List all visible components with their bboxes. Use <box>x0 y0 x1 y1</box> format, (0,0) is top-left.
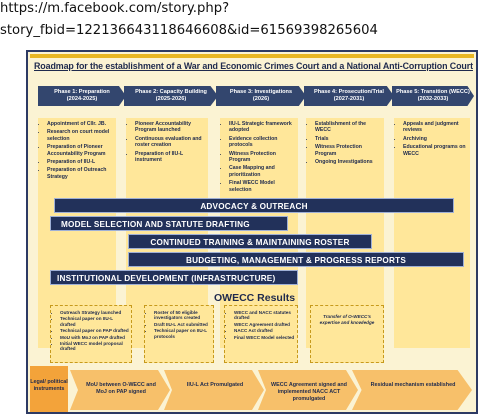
phase-years: (2027-2031) <box>333 96 365 102</box>
phase-4-header: Phase 4: Prosecution/Trial (2027-2031) <box>304 86 394 106</box>
list-item: Technical paper on PAP drafted <box>60 328 129 333</box>
phase-2-header: Phase 2: Capacity Building (2025-2026) <box>124 86 218 106</box>
list-item: Technical paper on IIU-L drafted <box>60 316 129 327</box>
infographic-title: Roadmap for the establishment of a War a… <box>34 61 473 71</box>
list-item: Educational programs on WECC <box>403 144 468 157</box>
list-item: Preparation of Pioneer Accountability Pr… <box>47 144 114 157</box>
phase-5-column: Appeals and judgment reviews Archiving E… <box>394 118 470 348</box>
list-item: Pioneer Accountability Program launched <box>135 121 206 134</box>
url-line-2: story_fbid=122136643118646608&id=6156939… <box>0 23 378 38</box>
legal-instruments-label: Legal/ political instruments <box>30 366 68 412</box>
url-line-1: https://m.facebook.com/story.php? <box>0 1 230 16</box>
bar-training: CONTINUED TRAINING & MAINTAINING ROSTER <box>128 234 372 249</box>
bar-budgeting: BUDGETING, MANAGEMENT & PROGRESS REPORTS <box>128 252 464 267</box>
results-box-1: Outreach Strategy launched Technical pap… <box>50 305 132 363</box>
list-item: Preparation of IIU-L <box>47 159 114 165</box>
results-box-4: Transfer of O-WECC's expertise and knowl… <box>310 305 384 363</box>
milestone-arrow-4: Residual mechanism established <box>352 370 472 410</box>
bar-advocacy: ADVOCACY & OUTREACH <box>54 198 454 213</box>
list-item: Preparation of Outreach Strategy <box>47 167 114 180</box>
list-item: Research on court model selection <box>47 129 114 142</box>
phase-label: Phase 5: Transition (WECC) <box>396 89 470 95</box>
milestone-arrow-3: WECC Agreement signed and implemented NA… <box>258 370 358 410</box>
phase-years: (2026) <box>252 96 270 102</box>
list-item: Ongoing Investigations <box>315 159 382 165</box>
phase-label: Phase 2: Capacity Building <box>135 89 207 95</box>
list-item: Establishment of the WECC <box>315 121 382 134</box>
list-item: Final WECC Model selected <box>234 335 295 340</box>
phase-label: Phase 1: Preparation <box>54 89 110 95</box>
list-item: WECC Agreement drafted <box>234 322 295 327</box>
list-item: Appeals and judgment reviews <box>403 121 468 134</box>
list-item: Preparation of IIU-L instrument <box>135 151 206 164</box>
roadmap-infographic: Roadmap for the establishment of a War a… <box>26 50 478 414</box>
list-item: NACC Act drafted <box>234 328 295 333</box>
phase-1-header: Phase 1: Preparation (2024-2025) <box>38 86 126 106</box>
list-item: Initial WECC model proposal drafted <box>60 341 129 352</box>
list-item: Outreach Strategy launched <box>60 310 129 315</box>
list-item: MoU with MoJ on PAP drafted <box>60 335 129 340</box>
phase-5-header: Phase 5: Transition (WECC) (2032-2033) <box>392 86 474 106</box>
list-item: Continuous evaluation and roster creatio… <box>135 136 206 149</box>
phase-years: (2025-2026) <box>155 96 187 102</box>
list-item: Witness Protection Program <box>315 144 382 157</box>
bar-institutional: INSTITUTIONAL DEVELOPMENT (INFRASTRUCTUR… <box>50 270 298 285</box>
results-text: Transfer of O-WECC's expertise and knowl… <box>319 314 375 325</box>
top-banner <box>30 54 474 58</box>
phase-years: (2032-2033) <box>417 96 449 102</box>
results-title: OWECC Results <box>214 292 296 304</box>
list-item: Case Mapping and prioritization <box>229 165 296 178</box>
milestone-arrow-1: MoU between O-WECC and MoJ on PAP signed <box>70 370 170 410</box>
list-item: Appointment of Cllr. JB. <box>47 121 114 127</box>
list-item: Roster of 50 eligible investigators crea… <box>154 310 211 321</box>
list-item: Archiving <box>403 136 468 142</box>
phase-3-header: Phase 3: Investigations (2026) <box>216 86 306 106</box>
list-item: Final WECC Model selection <box>229 180 296 193</box>
list-item: WECC and NACC statutes drafted <box>234 310 295 321</box>
phase-label: Phase 3: Investigations <box>229 89 293 95</box>
list-item: Evidence collection protocols <box>229 136 296 149</box>
results-box-2: Roster of 50 eligible investigators crea… <box>144 305 214 363</box>
list-item: Witness Protection Program <box>229 151 296 164</box>
list-item: Draft IIU-L Act submitted <box>154 322 211 327</box>
phase-years: (2024-2025) <box>66 96 98 102</box>
bar-model-selection: MODEL SELECTION AND STATUTE DRAFTING <box>50 216 288 231</box>
list-item: Trials <box>315 136 382 142</box>
list-item: IIU-L Strategic framework adopted <box>229 121 296 134</box>
phase-label: Phase 4: Prosecution/Trial <box>314 89 384 95</box>
results-box-3: WECC and NACC statutes drafted WECC Agre… <box>224 305 298 363</box>
list-item: Technical paper on IIU-L protocols <box>154 328 211 339</box>
milestone-arrow-2: IIU-L Act Promulgated <box>164 370 264 410</box>
